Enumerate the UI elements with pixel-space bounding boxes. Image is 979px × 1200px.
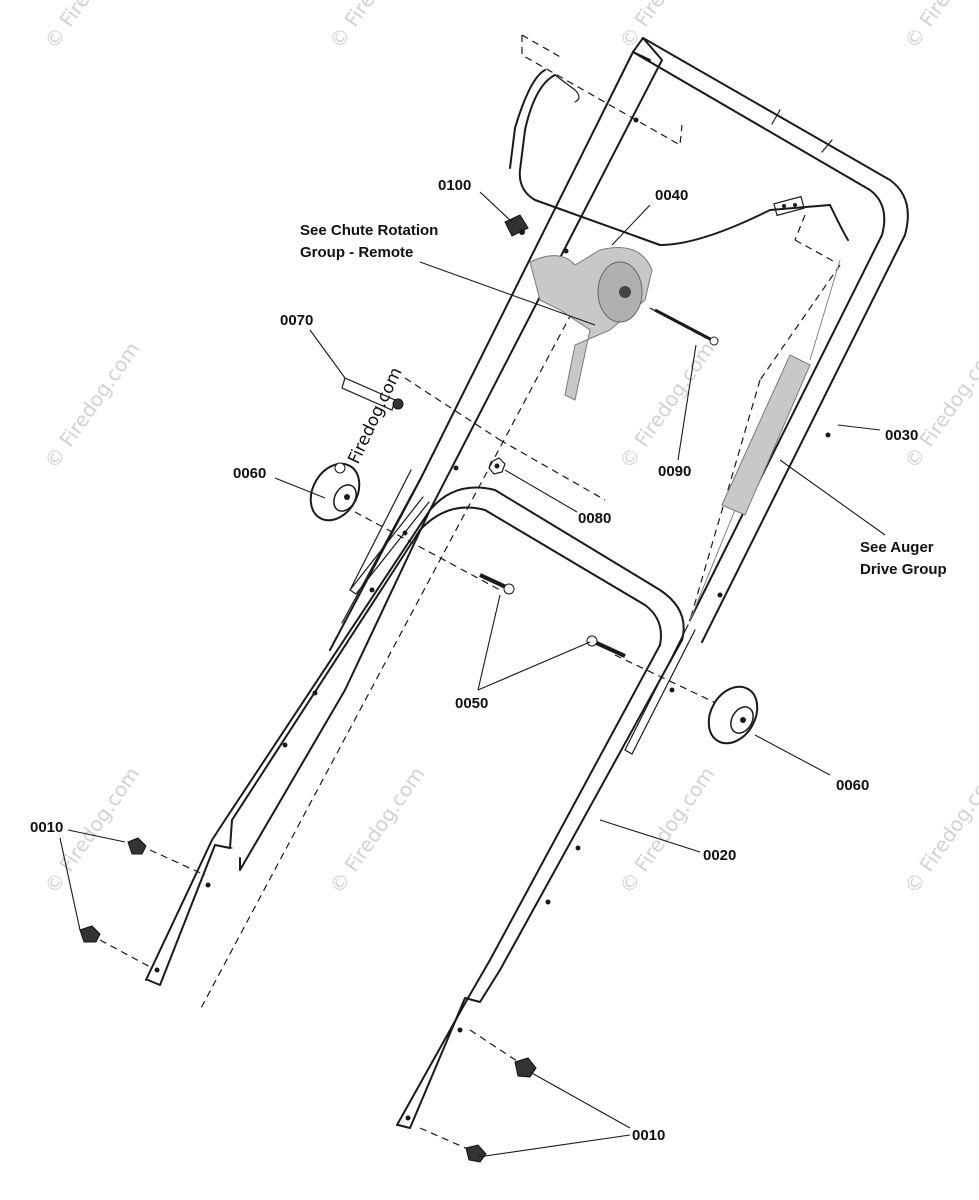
part-label-0060-left: 0060 [233, 465, 266, 482]
part-label-0090: 0090 [658, 463, 691, 480]
part-label-0030: 0030 [885, 427, 918, 444]
knob-0060-right [707, 685, 759, 745]
hardware [79, 214, 759, 1163]
screw-0010-b [79, 925, 101, 943]
part-label-0100: 0100 [438, 177, 471, 194]
auger-note-line2: Drive Group [860, 561, 947, 578]
part-label-0020: 0020 [703, 847, 736, 864]
dashed-reference-lines [99, 34, 841, 1151]
bolt-0050-upper [479, 573, 515, 595]
watermark-text: © Firedog.com [899, 762, 979, 898]
pin-0070 [341, 377, 404, 411]
upper-handle-0030 [329, 37, 909, 691]
note-labels: See Chute Rotation Group - Remote See Au… [300, 222, 947, 578]
watermark-text: © Firedog.com [899, 337, 979, 473]
part-label-0070: 0070 [280, 312, 313, 329]
part-labels: 0100 0040 0070 0060 0080 0090 0030 0050 … [30, 177, 918, 1144]
part-label-0040: 0040 [655, 187, 688, 204]
part-label-0010-left: 0010 [30, 819, 63, 836]
watermark-text: © Firedog.com [899, 0, 979, 53]
knob-0060-left [309, 462, 361, 522]
watermark-text: © Firedog.com [614, 0, 719, 53]
chute-note-line1: See Chute Rotation [300, 222, 438, 239]
nut-0080 [488, 457, 506, 475]
auger-note-line1: See Auger [860, 539, 934, 556]
watermark-text: © Firedog.com [614, 337, 719, 473]
watermark-text: © Firedog.com [324, 762, 429, 898]
lower-handle-0020 [145, 117, 831, 1129]
bolt-0050-lower [586, 635, 626, 658]
part-label-0060-right: 0060 [836, 777, 869, 794]
watermark-layer: © Firedog.com © Firedog.com © Firedog.co… [39, 0, 979, 898]
watermark-text: © Firedog.com [39, 337, 144, 473]
chute-note-line2: Group - Remote [300, 244, 413, 261]
part-label-0010-right: 0010 [632, 1127, 665, 1144]
leader-lines [59, 191, 886, 1158]
screw-0010-d [465, 1144, 487, 1163]
watermark-text: © Firedog.com [324, 0, 429, 53]
control-lever-0040 [509, 69, 849, 246]
bolt-0090 [654, 308, 719, 346]
part-label-0080: 0080 [578, 510, 611, 527]
auger-drive-group [689, 259, 841, 621]
watermark-center-text: Firedog.com [344, 364, 406, 467]
watermark-text: © Firedog.com [39, 0, 144, 53]
screw-0010-a [127, 837, 147, 855]
part-label-0050: 0050 [455, 695, 488, 712]
